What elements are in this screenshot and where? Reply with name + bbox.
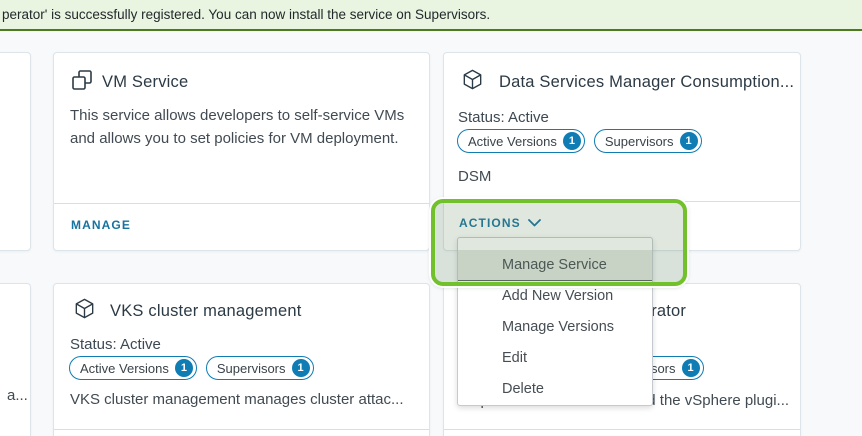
supervisors-badge[interactable]: Supervisors 1 — [593, 129, 702, 153]
supervisors-badge[interactable]: Supervisors 1 — [205, 356, 314, 380]
dsm-card: Data Services Manager Consumption... Sta… — [443, 52, 801, 251]
card-footer-divider — [444, 429, 800, 430]
card-footer-divider — [444, 201, 800, 202]
chevron-down-icon — [527, 216, 541, 230]
menu-item-manage-service[interactable]: Manage Service — [458, 250, 652, 281]
actions-dropdown-menu: Manage Service Add New Version Manage Ve… — [457, 237, 653, 406]
dsm-title: Data Services Manager Consumption... — [499, 72, 795, 91]
menu-item-edit[interactable]: Edit — [502, 350, 527, 366]
vks-status: Status: Active — [70, 336, 161, 353]
dsm-description: DSM — [458, 168, 492, 185]
supervisors-count: 1 — [679, 132, 698, 150]
active-versions-count: 1 — [174, 359, 193, 377]
card-footer-divider — [54, 429, 429, 430]
vm-service-description: This service allows developers to self-s… — [70, 107, 405, 147]
supervisors-count: 1 — [291, 359, 310, 377]
manage-link[interactable]: MANAGE — [71, 218, 131, 232]
vks-card: VKS cluster management Status: Active Ac… — [53, 283, 430, 436]
active-versions-count: 1 — [562, 132, 581, 150]
success-banner: perator' is successfully registered. You… — [0, 0, 862, 31]
menu-item-add-new-version[interactable]: Add New Version — [502, 288, 614, 304]
partial-card-truncated-text: a... — [7, 387, 28, 404]
supervisors-count: 1 — [681, 359, 700, 377]
partial-card-row1[interactable] — [0, 52, 31, 251]
vm-icon — [71, 69, 93, 96]
menu-item-delete[interactable]: Delete — [502, 381, 544, 397]
success-banner-message: perator' is successfully registered. You… — [2, 7, 491, 22]
vks-description: VKS cluster management manages cluster a… — [70, 391, 404, 408]
vm-service-card: VM Service This service allows developer… — [53, 52, 430, 251]
cube-icon — [462, 69, 483, 95]
card-footer-divider — [54, 203, 429, 204]
menu-item-manage-versions[interactable]: Manage Versions — [502, 319, 615, 335]
vm-service-title: VM Service — [102, 73, 189, 91]
active-versions-badge[interactable]: Active Versions 1 — [69, 356, 197, 380]
partial-card-row2[interactable]: a... — [0, 283, 31, 436]
cube-icon — [74, 298, 95, 324]
active-versions-badge[interactable]: Active Versions 1 — [457, 129, 585, 153]
actions-button[interactable]: ACTIONS — [459, 216, 541, 230]
vks-title: VKS cluster management — [110, 301, 302, 320]
dsm-status: Status: Active — [458, 109, 549, 126]
